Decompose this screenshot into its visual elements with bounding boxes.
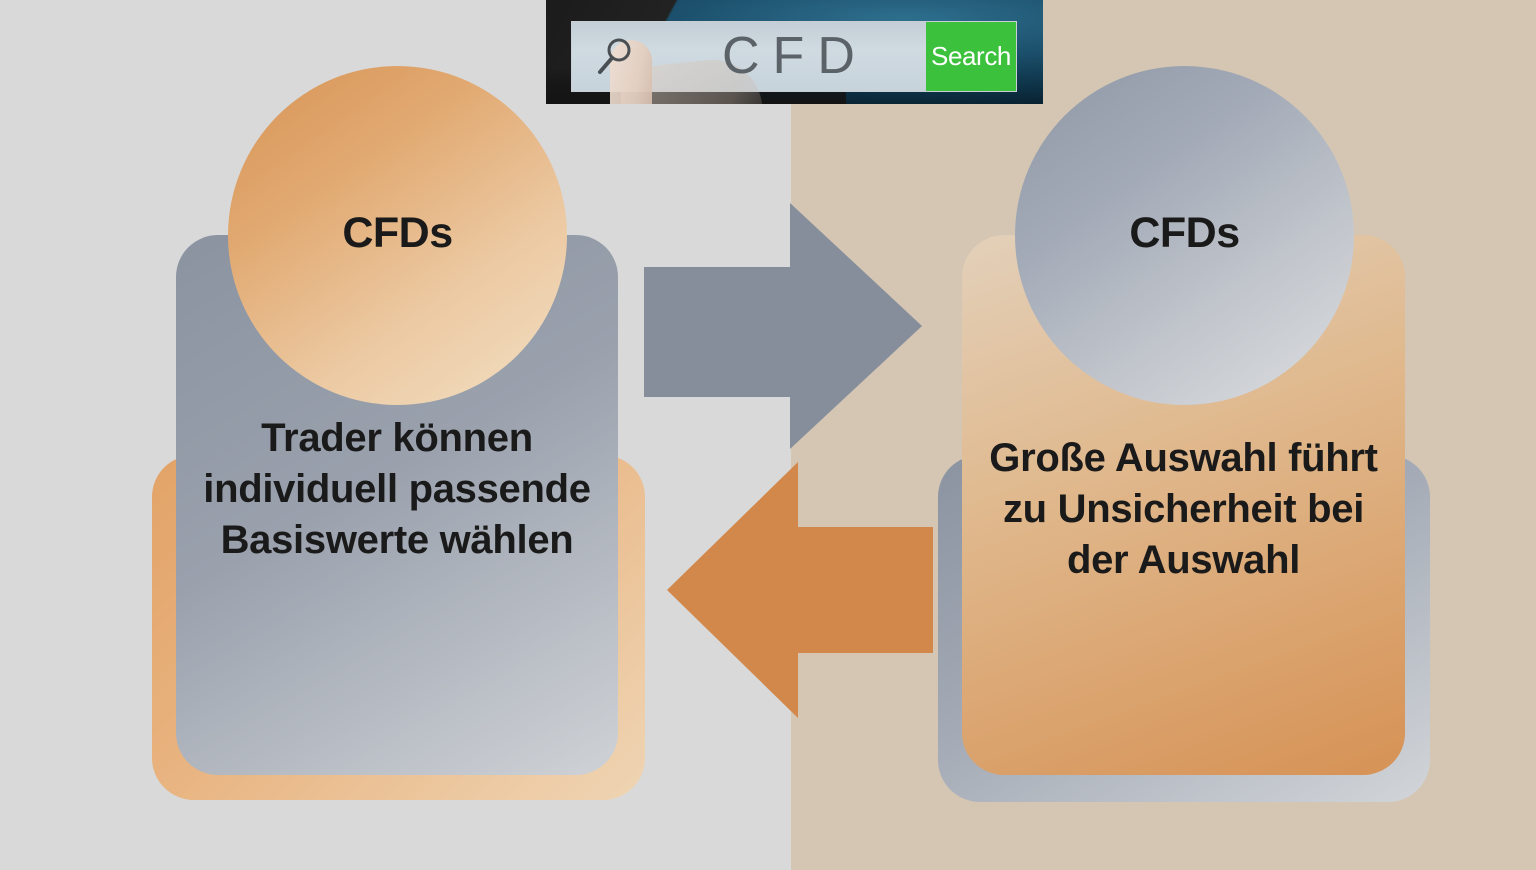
search-button-label: Search: [931, 41, 1011, 71]
left-circle-badge: CFDs: [228, 66, 567, 405]
right-card-text: Große Auswahl führt zu Unsicherheit bei …: [989, 436, 1378, 582]
arrow-right-gray-icon: [644, 203, 922, 449]
left-card-text: Trader können individuell passende Basis…: [203, 416, 591, 562]
search-bar-image: CFD Search: [546, 0, 1043, 104]
search-icon: [598, 38, 631, 74]
right-circle-label: CFDs: [1129, 209, 1240, 257]
right-circle-badge: CFDs: [1015, 66, 1354, 405]
finger-pointer-icon: [610, 40, 652, 104]
left-circle-label: CFDs: [342, 209, 453, 257]
search-input[interactable]: CFD Search: [571, 21, 1017, 104]
search-query-text: CFD: [722, 26, 868, 85]
search-button[interactable]: Search: [926, 22, 1016, 91]
arrow-left-orange-icon: [667, 462, 933, 718]
